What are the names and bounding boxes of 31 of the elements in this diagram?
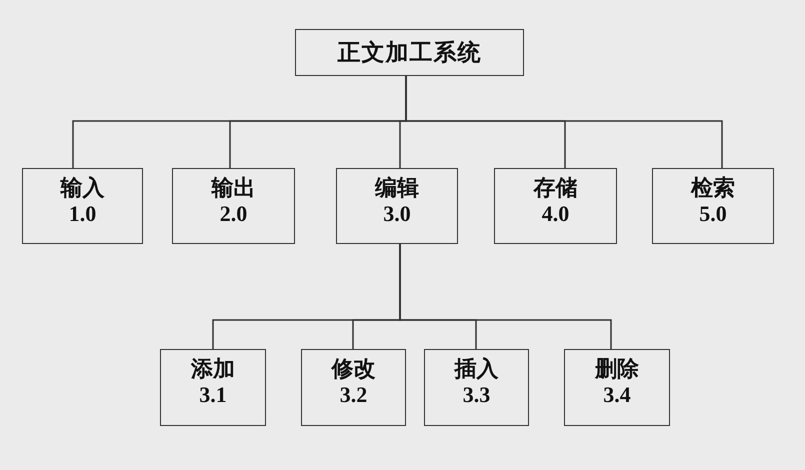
function-number: 1.0: [68, 201, 96, 227]
process-box: [494, 168, 617, 244]
process-box: [564, 349, 670, 426]
process-box: [336, 168, 458, 244]
function-number: 4.0: [542, 201, 570, 227]
function-name: 插入: [454, 356, 498, 382]
function-number: 5.0: [699, 201, 727, 227]
function-number: 3.4: [603, 382, 631, 408]
function-name: 添加: [191, 356, 235, 382]
function-name: 编辑: [375, 175, 419, 201]
function-name: 输出: [212, 175, 256, 201]
function-number: 3.0: [383, 201, 411, 227]
function-number: 2.0: [220, 201, 248, 227]
function-name: 修改: [332, 356, 376, 382]
function-name: 输入: [60, 175, 104, 201]
connector-line: [399, 244, 612, 349]
process-box: [424, 349, 529, 426]
process-box: [295, 29, 524, 76]
process-box: [172, 168, 295, 244]
function-name: 删除: [595, 356, 639, 382]
function-number: 3.1: [199, 382, 227, 408]
process-box: [22, 168, 143, 244]
function-name: 检索: [691, 175, 735, 201]
connector-line: [405, 76, 723, 168]
function-number: 3.3: [462, 382, 490, 408]
process-box: [301, 349, 406, 426]
function-number: 3.2: [340, 382, 368, 408]
process-box: [160, 349, 266, 426]
function-name: 存储: [534, 175, 578, 201]
function-name: 正文加工系统: [338, 40, 482, 66]
process-box: [652, 168, 774, 244]
